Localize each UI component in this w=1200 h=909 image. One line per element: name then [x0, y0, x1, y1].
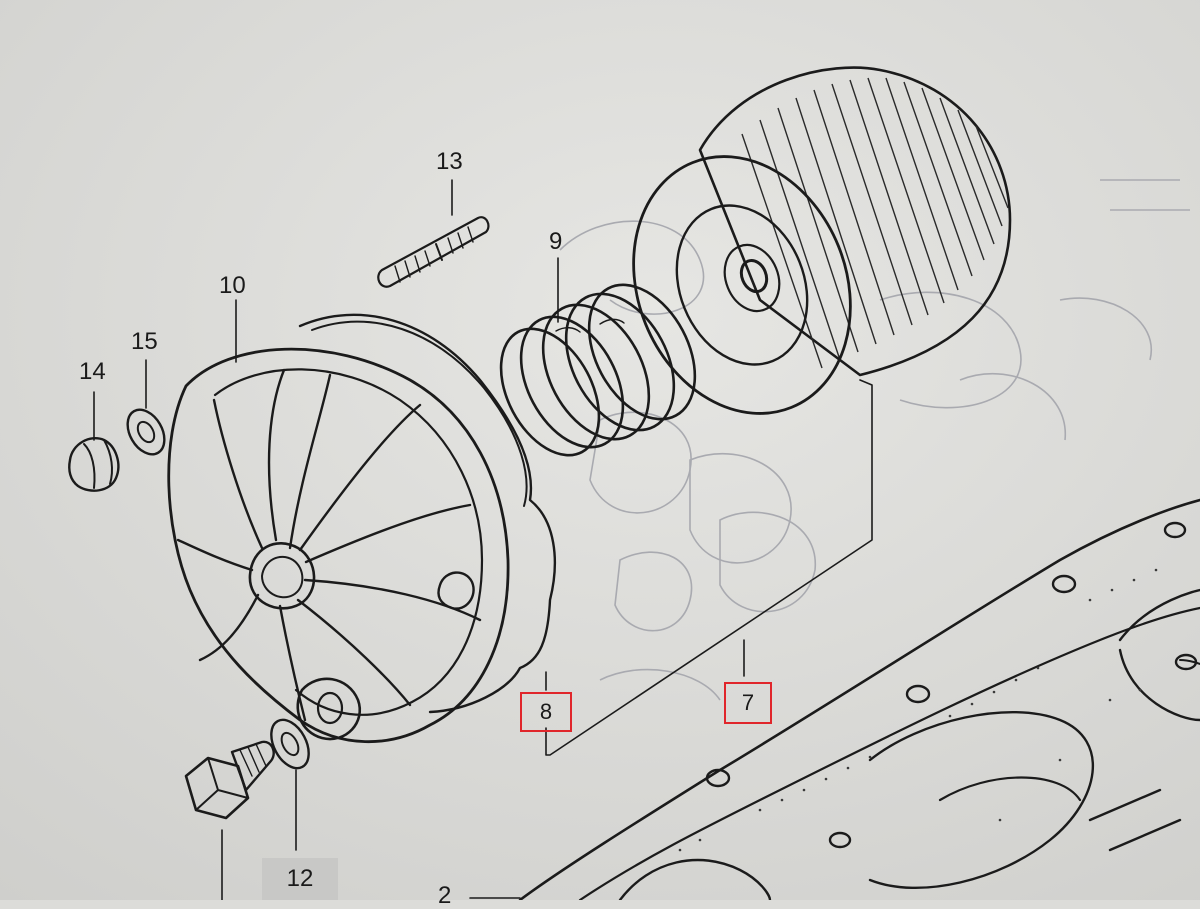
callout-10: 10 — [219, 272, 246, 299]
coil-spring-9 — [499, 283, 697, 457]
callout-13: 13 — [436, 148, 463, 175]
drain-washer-12 — [270, 718, 310, 770]
drain-bolt — [184, 740, 275, 820]
callout-12-shaded: 12 — [262, 858, 338, 900]
washer-15 — [126, 408, 166, 456]
callout-9: 9 — [549, 228, 563, 255]
callout-8-highlighted: 8 — [520, 692, 572, 732]
leader-bracket-8-7 — [545, 379, 873, 756]
callout-14: 14 — [79, 358, 106, 385]
oil-filter-7 — [632, 66, 1012, 415]
stud-bolt-13 — [377, 216, 490, 288]
callout-2: 2 — [438, 882, 452, 909]
leader-lines — [93, 179, 873, 900]
callout-15: 15 — [131, 328, 158, 355]
gasket-o-ring-8 — [298, 313, 556, 714]
callout-7-highlighted: 7 — [724, 682, 772, 724]
background-ghost-drawing — [559, 179, 1190, 701]
crankcase-outline — [518, 498, 1200, 900]
cap-nut-14 — [68, 437, 120, 492]
filter-cover-10 — [167, 347, 510, 744]
